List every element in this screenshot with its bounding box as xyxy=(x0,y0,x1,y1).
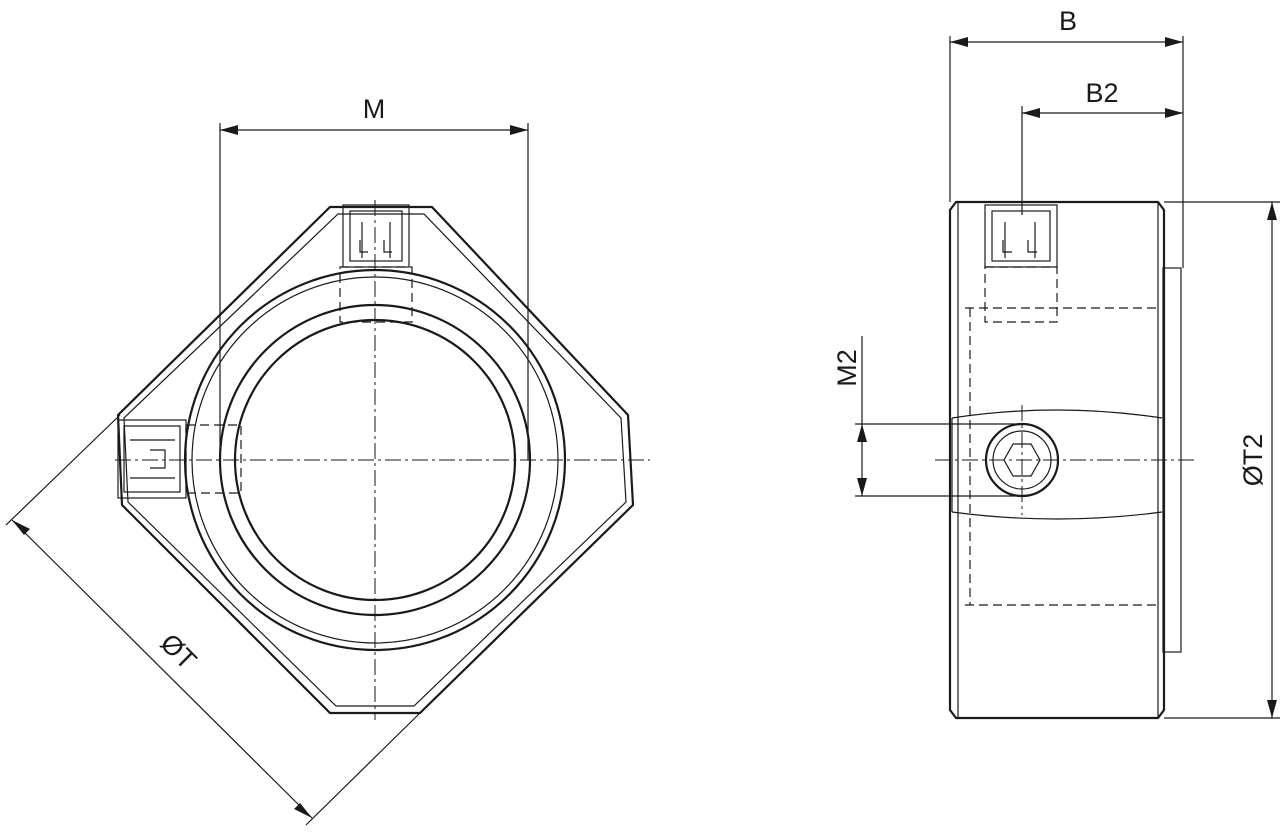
dim-front-diameter: ØT xyxy=(5,414,421,826)
dim-side-diameter: ØT2 xyxy=(1164,201,1280,719)
dim-side-width: B xyxy=(949,6,1184,268)
dim-front-width: M xyxy=(219,94,529,460)
dim-front-width-label: M xyxy=(363,94,386,124)
front-view: M ØT xyxy=(5,94,650,826)
front-top-set-screw xyxy=(339,204,413,323)
side-top-set-screw xyxy=(984,204,1058,323)
dim-side-diameter-label: ØT2 xyxy=(1238,434,1268,487)
front-body-chamfer xyxy=(123,213,627,707)
front-inner-ring xyxy=(218,303,532,617)
dim-side-offset-label: B2 xyxy=(1085,78,1118,108)
side-screw-band xyxy=(951,409,1163,520)
dim-side-width-label: B xyxy=(1059,6,1077,36)
front-left-set-screw xyxy=(117,419,242,499)
dim-side-height-label: M2 xyxy=(832,349,862,387)
dim-side-offset: B2 xyxy=(1021,78,1183,215)
side-view: B B2 M2 ØT2 xyxy=(832,6,1280,720)
dim-side-height: M2 xyxy=(832,336,1022,497)
